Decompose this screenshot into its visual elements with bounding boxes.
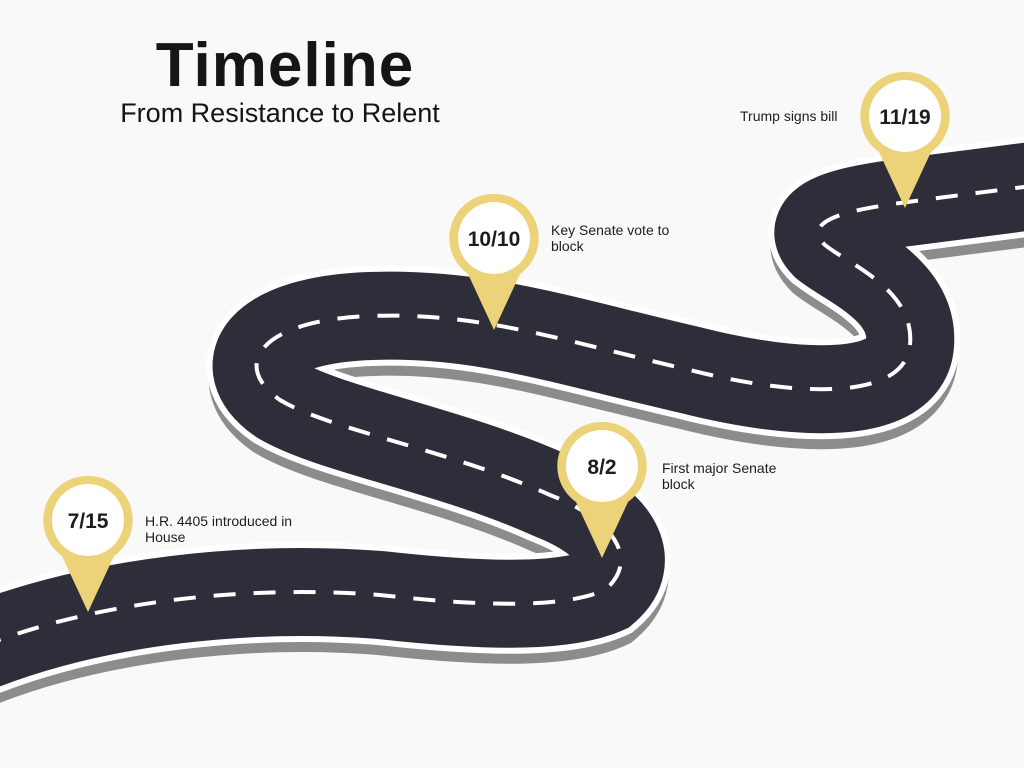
map-pin-icon — [557, 421, 647, 558]
milestone-event-1: H.R. 4405 introduced in House — [145, 513, 293, 545]
page-title: Timeline — [155, 31, 415, 100]
page-subtitle: From Resistance to Relent — [120, 98, 440, 128]
map-pin-icon — [43, 475, 133, 612]
milestone-date: 10/10 — [467, 228, 521, 251]
milestone-date: 8/2 — [587, 456, 617, 479]
lane-markings — [0, 184, 1024, 642]
milestone-date: 11/19 — [879, 106, 931, 129]
milestone-event-2: First major Senate block — [662, 460, 777, 492]
milestone-pin-1[interactable]: 7/15 — [38, 474, 138, 614]
milestone-event-4: Trump signs bill — [740, 108, 838, 124]
milestone-pin-3[interactable]: 10/10 — [444, 192, 544, 332]
milestone-date: 7/15 — [67, 510, 109, 533]
milestone-event-3: Key Senate vote to block — [551, 222, 670, 254]
map-pin-icon — [449, 193, 539, 330]
map-pin-icon — [860, 71, 950, 209]
milestone-pin-2[interactable]: 8/2 — [552, 420, 652, 560]
milestone-pin-4[interactable]: 11/19 — [855, 70, 955, 210]
